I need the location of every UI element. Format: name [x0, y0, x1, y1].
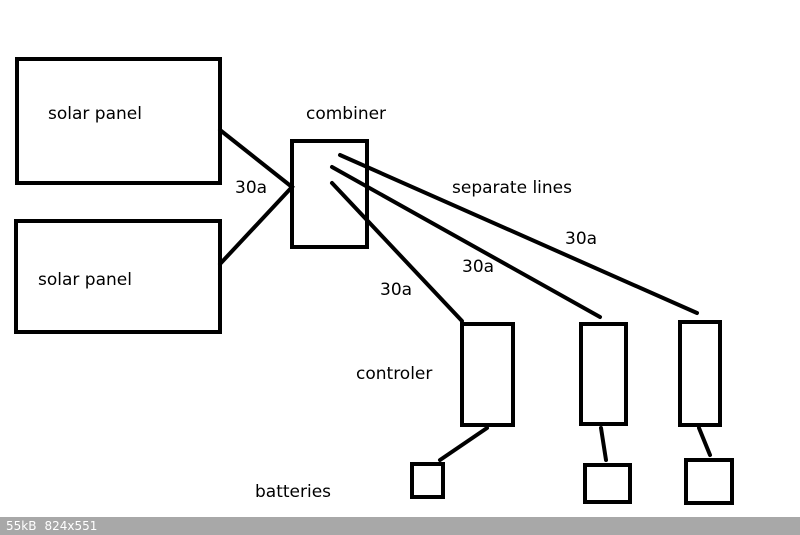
- wiring-diagram: [14, 57, 734, 505]
- controller-box-2: [579, 322, 628, 426]
- combiner-box: [290, 139, 369, 249]
- wire-line-2: [330, 165, 602, 319]
- controller-box-3: [678, 320, 722, 427]
- controller-label: controler: [356, 364, 433, 384]
- separate-lines-label: separate lines: [452, 178, 572, 198]
- controller-to-battery-1: [438, 426, 489, 462]
- controller-to-battery-3: [697, 426, 712, 457]
- solar-panel-bottom-label: solar panel: [38, 270, 132, 290]
- line-amp-label-1: 30a: [380, 280, 413, 300]
- solar-panel-top-box: [15, 57, 222, 185]
- image-info-bar: 55kB 824x551: [0, 517, 800, 535]
- wire-line-1: [330, 181, 464, 323]
- panel-amp-label: 30a: [235, 178, 268, 198]
- file-size-text: 55kB: [6, 519, 37, 533]
- batteries-label: batteries: [255, 482, 332, 502]
- line-amp-label-3: 30a: [565, 229, 598, 249]
- combiner-label: combiner: [306, 104, 387, 124]
- image-dimensions-text: 824x551: [44, 519, 98, 533]
- battery-box-1: [410, 462, 445, 499]
- panel-to-combiner-wires: [218, 128, 295, 266]
- wire-line-3: [338, 153, 699, 315]
- line-amp-label-2: 30a: [462, 257, 495, 277]
- solar-panel-top-label: solar panel: [48, 104, 142, 124]
- solar-panel-bottom-box: [14, 219, 222, 334]
- controller-to-battery-2: [599, 426, 608, 462]
- controller-box-1: [460, 322, 515, 427]
- battery-box-3: [684, 458, 734, 505]
- battery-box-2: [583, 463, 632, 504]
